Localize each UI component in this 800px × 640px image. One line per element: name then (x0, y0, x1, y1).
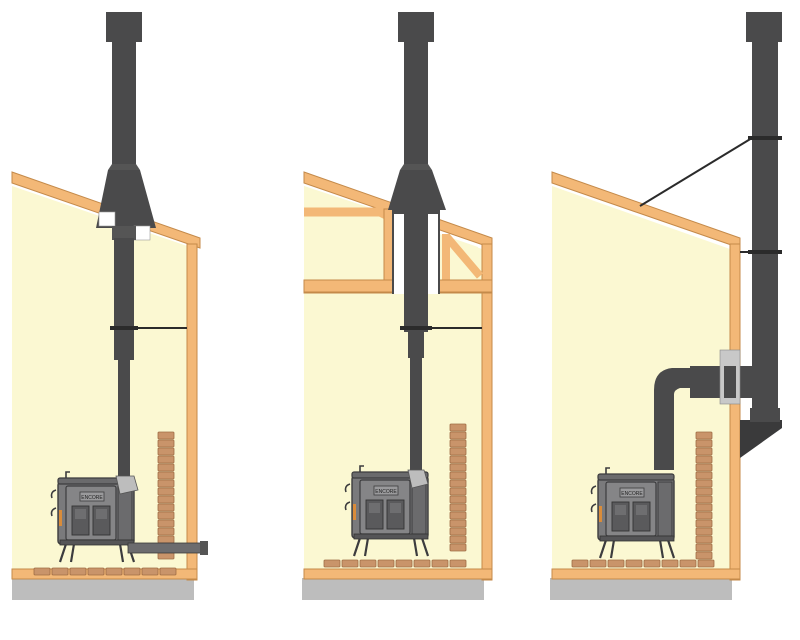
chimney-pipe (114, 238, 134, 360)
class-a-chimney (112, 40, 136, 170)
roof-flashing (388, 170, 446, 210)
floor-slab (12, 578, 194, 600)
support-band (400, 326, 432, 330)
roof-brace-band (748, 136, 782, 140)
wall-band (748, 250, 782, 254)
chimney-cap (106, 12, 142, 42)
stove-pipe-elbow (654, 368, 690, 470)
exterior-wall (729, 243, 741, 581)
stove-brand-label: ENCORE (621, 491, 643, 497)
exterior-wall (481, 243, 493, 581)
wood-stove: ENCORE (590, 466, 676, 560)
outside-air-duct (127, 542, 205, 554)
wood-stove: ENCORE (50, 470, 136, 564)
interior-room (12, 186, 196, 572)
stove-brand-label: ENCORE (81, 495, 103, 501)
floor-joist (303, 568, 493, 580)
outside-air-cap (200, 541, 208, 555)
chimney-cap (398, 12, 434, 42)
exterior-wall (186, 243, 198, 581)
wall-support-bracket (740, 420, 782, 458)
floor-slab (550, 578, 732, 600)
exterior-chimney (752, 40, 778, 420)
panel-attic-chase: ENCORE (302, 12, 493, 600)
wood-stove: ENCORE (344, 464, 430, 558)
stove-pipe (410, 356, 422, 476)
stove-pipe (118, 358, 130, 476)
interior-room (552, 186, 730, 572)
support-band (110, 326, 138, 330)
floor-joist (11, 568, 198, 580)
stove-brand-label: ENCORE (375, 489, 397, 495)
floor-slab (302, 578, 484, 600)
panel-ceiling-through-roof: ENCORE (11, 12, 208, 600)
panel-exterior-wall: ENCORE (550, 12, 782, 600)
class-a-chimney (404, 40, 428, 170)
chimney-cap (746, 12, 782, 42)
chase-framing-right (442, 233, 484, 286)
chimney-pipe (404, 292, 428, 332)
roof-brace (639, 137, 753, 207)
floor-joist (551, 568, 741, 580)
